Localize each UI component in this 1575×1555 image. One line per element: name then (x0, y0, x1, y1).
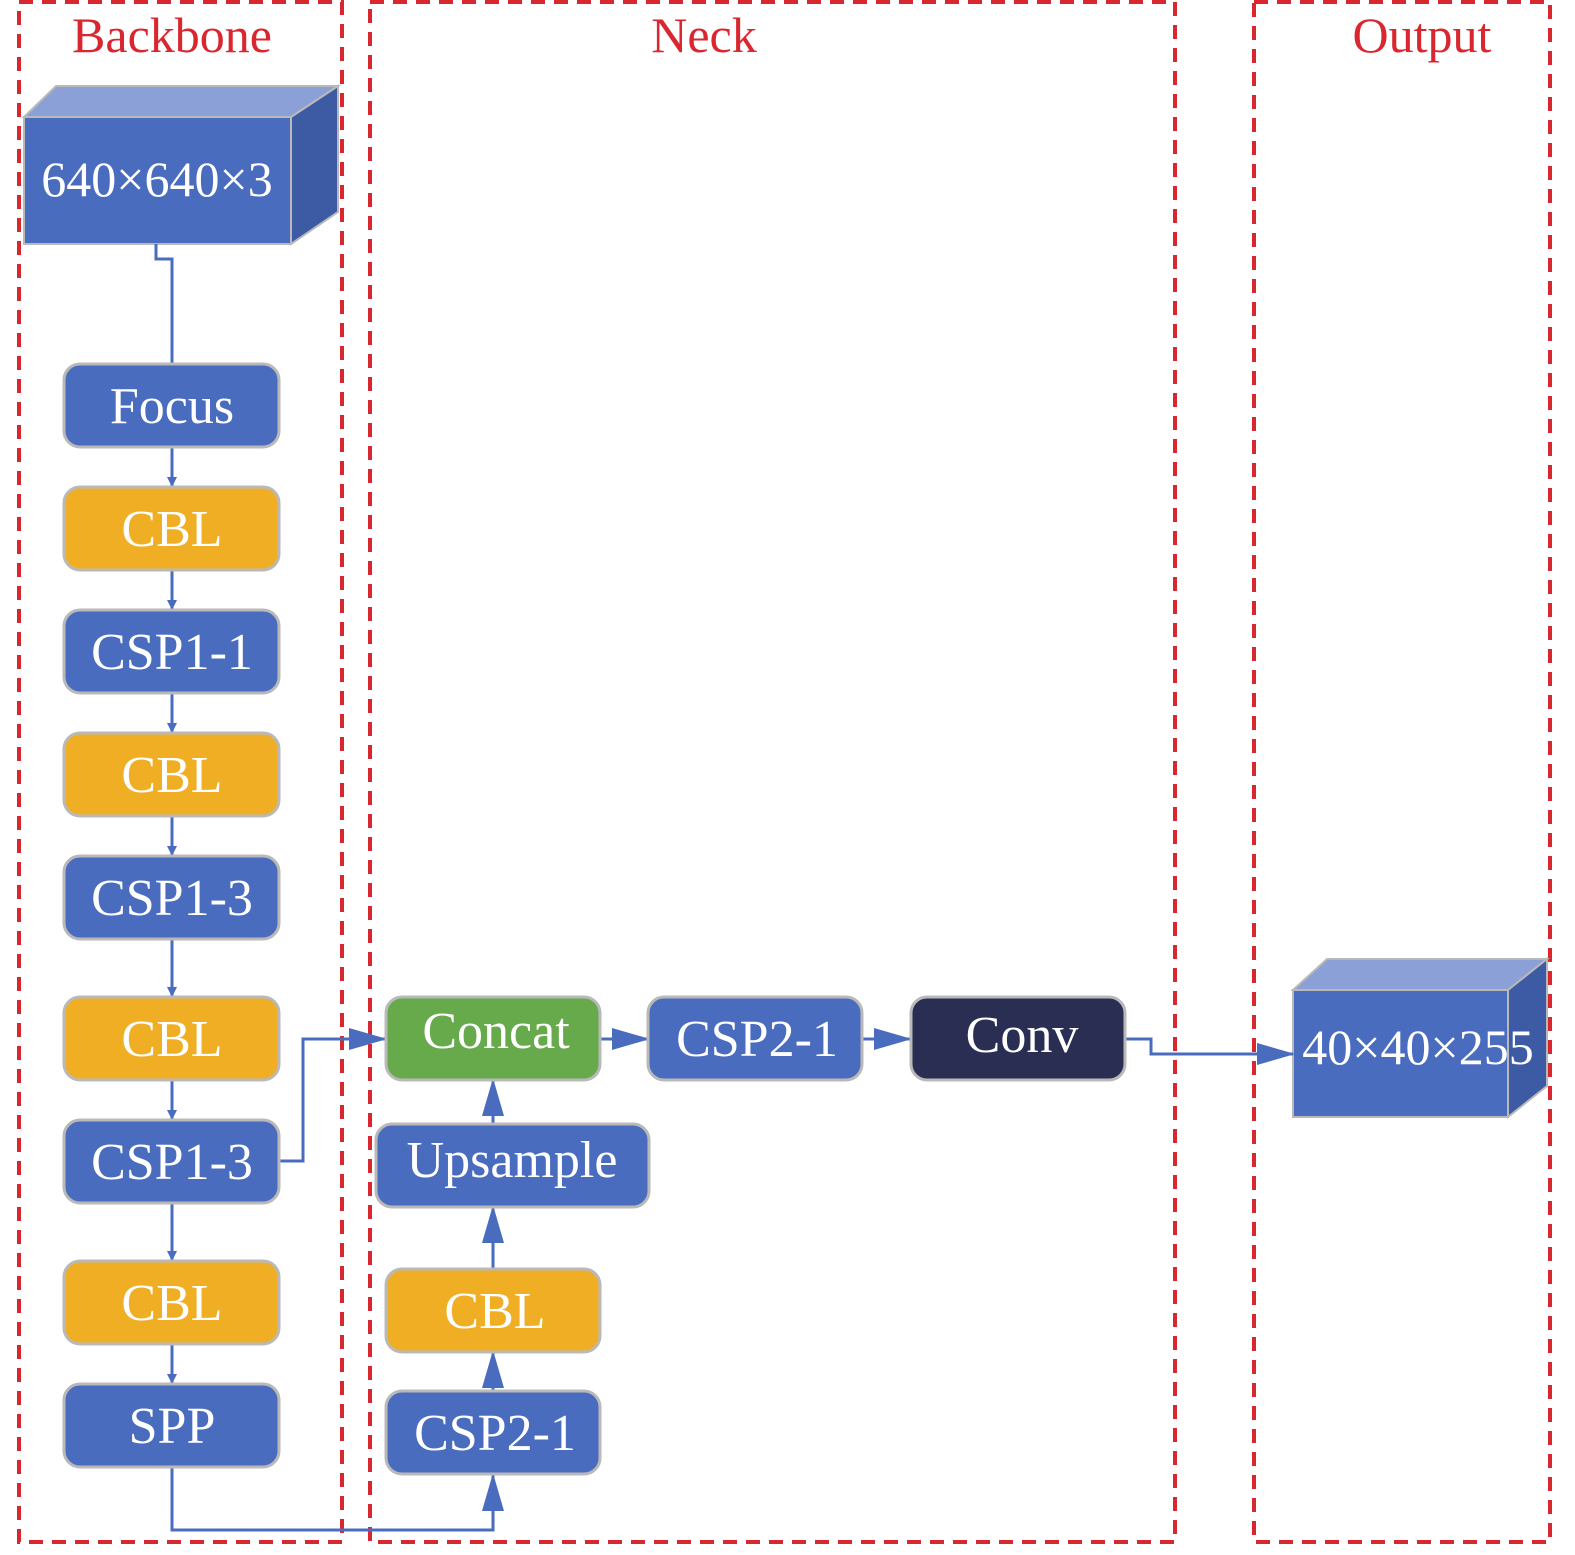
node-csp2-1-bottom: CSP2-1 (384, 1389, 602, 1476)
node-cbl-2: CBL (62, 731, 281, 818)
node-cbl-4-label: CBL (121, 1275, 222, 1332)
output-tensor-cube: 40×40×255 (1290, 956, 1550, 1120)
node-csp1-1-label: CSP1-1 (91, 624, 253, 681)
node-concat-label: Concat (422, 1003, 570, 1060)
node-spp: SPP (62, 1382, 281, 1469)
node-csp1-1: CSP1-1 (62, 608, 281, 695)
node-focus-label: Focus (110, 378, 234, 435)
neck-title: Neck (651, 7, 757, 63)
edges (154, 244, 1295, 1532)
node-cbl-2-label: CBL (121, 747, 222, 804)
node-csp1-3-b: CSP1-3 (62, 1118, 281, 1205)
input-tensor-label: 640×640×3 (41, 151, 272, 207)
node-csp2-1-top-label: CSP2-1 (676, 1011, 838, 1068)
node-focus: Focus (62, 362, 281, 449)
output-title: Output (1353, 7, 1492, 63)
edge-conv-output (1125, 1037, 1295, 1065)
input-tensor-cube: 640×640×3 (21, 84, 342, 246)
output-frame (1252, 0, 1552, 1544)
node-conv: Conv (909, 995, 1127, 1082)
edge-csp1-3-concat (279, 1028, 387, 1163)
node-cbl-1: CBL (62, 485, 281, 572)
neck-frame (368, 0, 1177, 1544)
backbone-frame (17, 0, 344, 1544)
edge-spp-csp2-1 (170, 1467, 504, 1532)
node-cbl-3-label: CBL (121, 1011, 222, 1068)
node-conv-label: Conv (966, 1007, 1079, 1064)
node-cbl-neck: CBL (384, 1267, 602, 1354)
backbone-title: Backbone (72, 7, 272, 63)
node-csp1-3-b-label: CSP1-3 (91, 1134, 253, 1191)
node-csp2-1-bottom-label: CSP2-1 (414, 1405, 576, 1462)
node-upsample-label: Upsample (407, 1132, 618, 1189)
node-csp2-1-top: CSP2-1 (646, 995, 864, 1082)
node-spp-label: SPP (129, 1398, 216, 1455)
node-csp1-3-a: CSP1-3 (62, 854, 281, 941)
node-cbl-3: CBL (62, 995, 281, 1082)
node-cbl-1-label: CBL (121, 501, 222, 558)
node-concat: Concat (384, 995, 602, 1082)
node-cbl-4: CBL (62, 1259, 281, 1346)
node-upsample: Upsample (374, 1122, 651, 1209)
node-cbl-neck-label: CBL (444, 1283, 545, 1340)
edge-input-focus (154, 244, 174, 364)
output-tensor-label: 40×40×255 (1302, 1019, 1533, 1075)
node-csp1-3-a-label: CSP1-3 (91, 870, 253, 927)
